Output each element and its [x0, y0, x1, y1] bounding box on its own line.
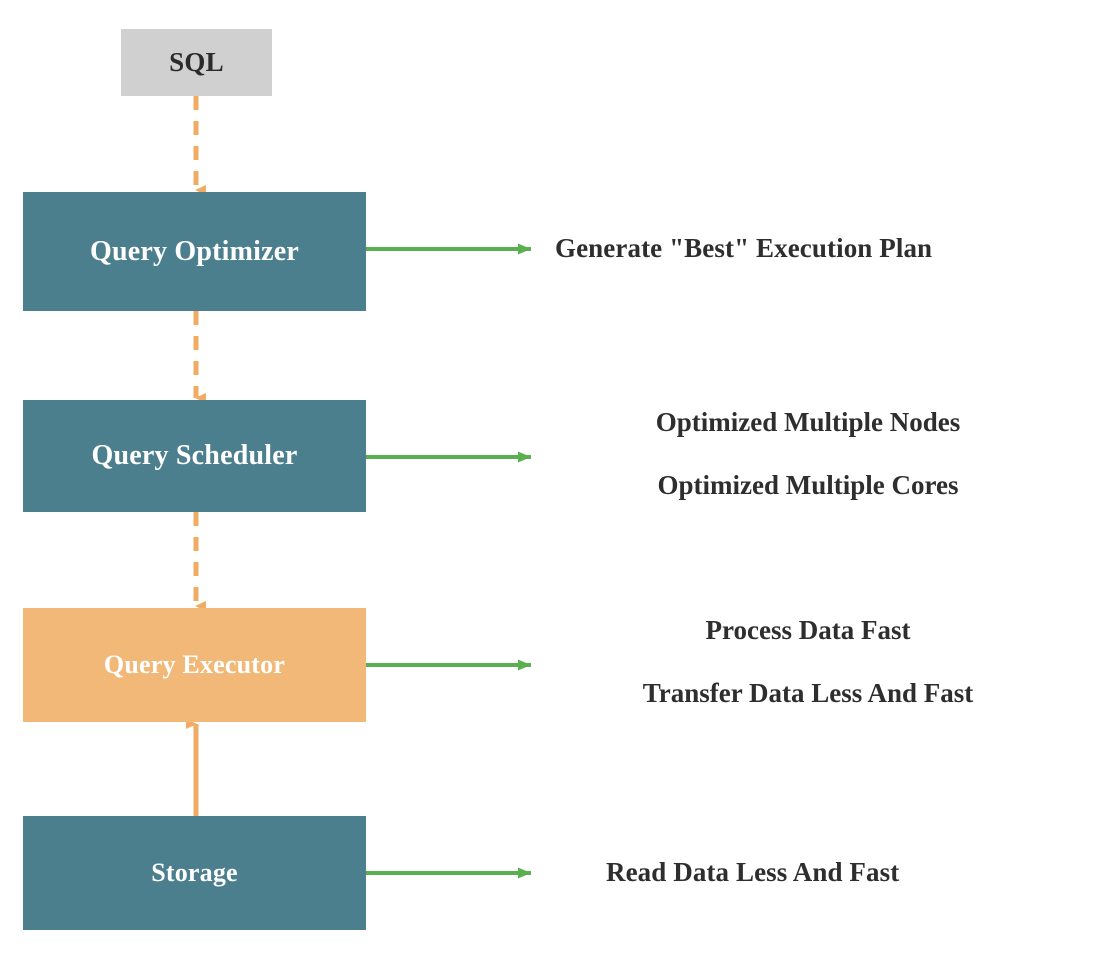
annotation-scheduler-line-1: Optimized Multiple Nodes: [655, 407, 961, 437]
annotation-executor-line-1: Process Data Fast: [705, 615, 911, 645]
node-query-scheduler[interactable]: Query Scheduler: [23, 400, 366, 512]
node-sql[interactable]: SQL: [121, 29, 272, 96]
annotation-scheduler: Optimized Multiple Nodes Optimized Multi…: [585, 409, 1031, 499]
annotation-executor: Process Data Fast Transfer Data Less And…: [577, 617, 1039, 707]
node-query-optimizer[interactable]: Query Optimizer: [23, 192, 366, 311]
annotation-scheduler-line-2: Optimized Multiple Cores: [657, 470, 959, 500]
node-storage[interactable]: Storage: [23, 816, 366, 930]
node-query-executor[interactable]: Query Executor: [23, 608, 366, 722]
annotation-executor-line-2: Transfer Data Less And Fast: [642, 678, 974, 708]
annotation-optimizer: Generate "Best" Execution Plan: [555, 233, 933, 263]
annotation-storage: Read Data Less And Fast: [606, 857, 900, 887]
